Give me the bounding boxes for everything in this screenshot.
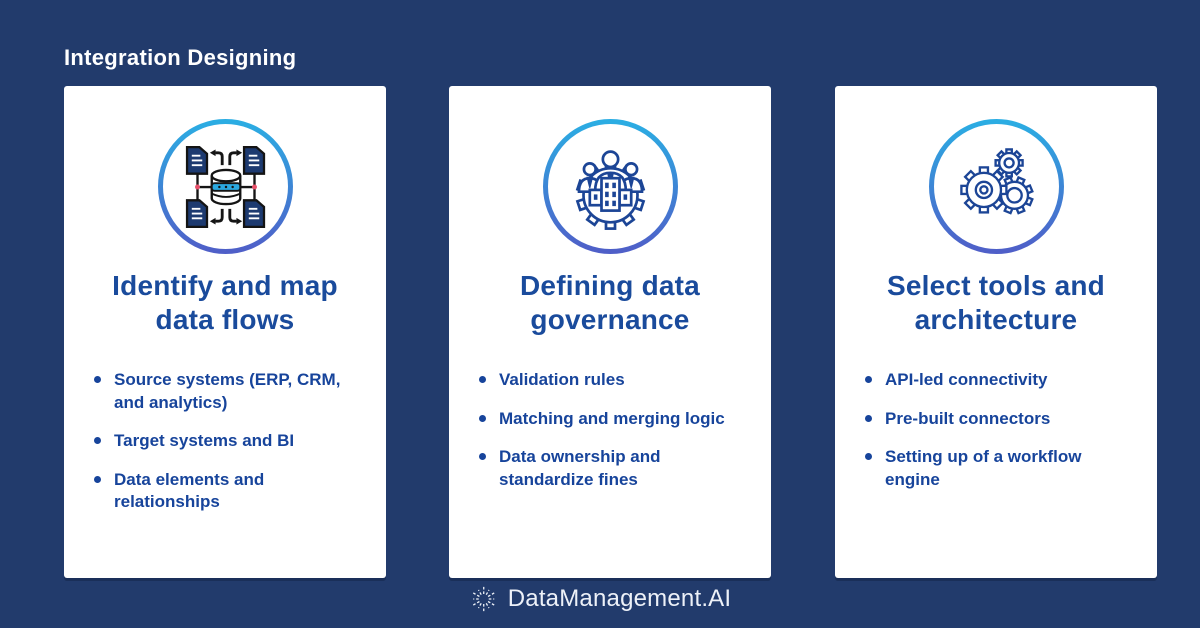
brand-name: DataManagement.AI <box>507 585 732 612</box>
bullet-icon <box>865 376 872 384</box>
bullet-icon <box>865 414 872 422</box>
bullet-icon <box>94 437 101 445</box>
data-flow-icon <box>157 119 293 254</box>
bullet-list: Source systems (ERP, CRM, and analytics)… <box>64 369 386 513</box>
list-item: Setting up of a workflow engine <box>865 446 1133 491</box>
gears-icon <box>928 119 1064 254</box>
card-heading: Identify and map data flows <box>112 270 338 336</box>
list-item: Matching and merging logic <box>479 408 747 430</box>
card-defining-data-governance: Defining data governance Validation rule… <box>449 86 771 578</box>
brand-logo: DataManagement.AI <box>469 584 732 614</box>
card-heading: Select tools and architecture <box>887 270 1105 336</box>
list-item: Target systems and BI <box>94 430 362 452</box>
card-identify-map-data-flows: Identify and map data flows Source syste… <box>64 86 386 578</box>
governance-icon <box>542 119 678 254</box>
bullet-icon <box>479 453 486 461</box>
bullet-icon <box>94 475 101 483</box>
card-select-tools-architecture: Select tools and architecture API-led co… <box>835 86 1157 578</box>
bullet-icon <box>479 376 486 384</box>
starburst-icon <box>472 586 496 612</box>
list-item: Data ownership and standardize fines <box>479 446 747 491</box>
bullet-icon <box>865 453 872 461</box>
bullet-icon <box>94 376 101 384</box>
list-item: Pre-built connectors <box>865 408 1133 430</box>
bullet-icon <box>479 414 486 422</box>
list-item: API-led connectivity <box>865 369 1133 391</box>
bullet-list: API-led connectivity Pre-built connector… <box>835 369 1157 491</box>
list-item: Validation rules <box>479 369 747 391</box>
list-item: Source systems (ERP, CRM, and analytics) <box>94 369 362 414</box>
list-item: Data elements and relationships <box>94 469 362 514</box>
page-title: Integration Designing <box>64 44 297 70</box>
bullet-list: Validation rules Matching and merging lo… <box>449 369 771 491</box>
card-heading: Defining data governance <box>520 270 700 336</box>
